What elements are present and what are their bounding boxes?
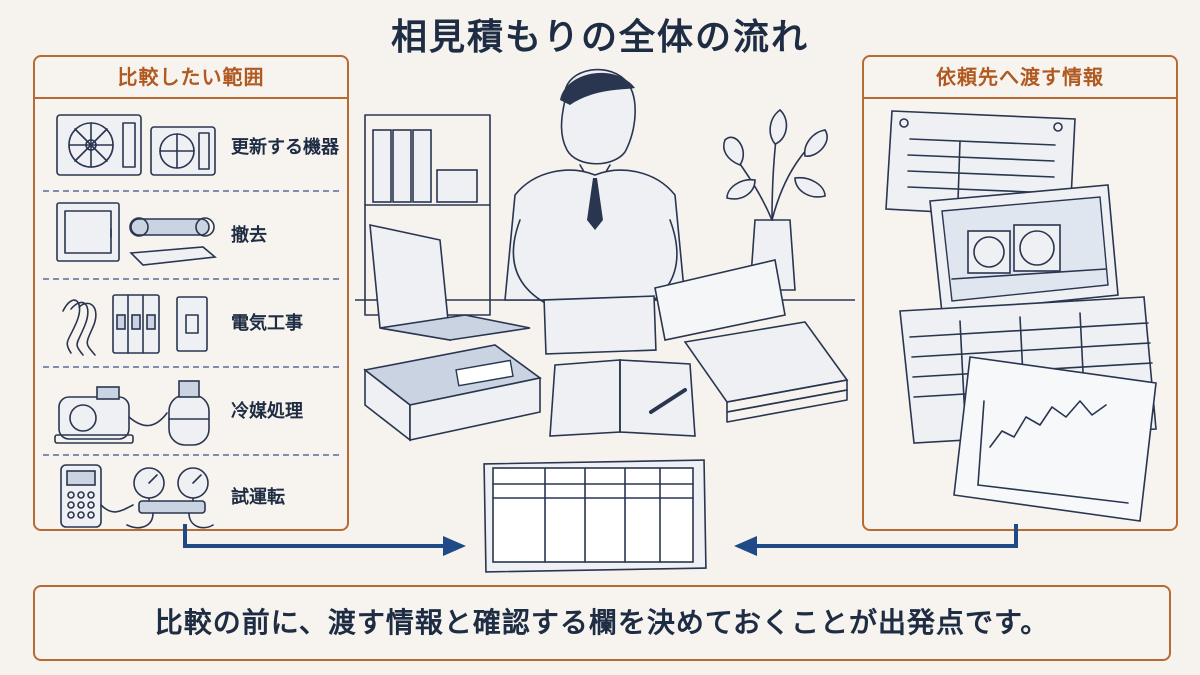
divider	[43, 366, 339, 368]
scope-item-label: 冷媒処理	[231, 401, 303, 422]
right-arrow-icon	[734, 524, 1018, 556]
electrical-icon	[62, 294, 208, 356]
removal-icon	[56, 202, 217, 266]
shelf-illustration	[364, 114, 491, 316]
scope-item-label: 更新する機器	[231, 137, 339, 158]
notebook-illustration	[549, 359, 696, 437]
air-conditioner-icon	[56, 114, 216, 176]
scope-item-refrigerant: 冷媒処理	[43, 369, 339, 454]
left-arrow-icon	[183, 524, 466, 556]
divider	[43, 278, 339, 280]
paper-illustration	[543, 295, 657, 355]
scope-item-removal: 撤去	[43, 193, 339, 278]
summary-box: 比較の前に、渡す情報と確認する欄を決めておくことが出発点です。	[33, 585, 1171, 661]
flow-arrows	[183, 524, 1018, 556]
refrigerant-icon	[54, 380, 210, 446]
info-documents-illustration	[885, 110, 1157, 522]
scope-item-test-run: 試運転	[43, 455, 339, 540]
scope-item-label: 試運転	[231, 487, 285, 508]
comparison-sheet-illustration	[483, 459, 707, 573]
scope-item-label: 電気工事	[231, 313, 303, 334]
binder-illustration	[363, 344, 542, 442]
scope-panel-heading: 比較したい範囲	[35, 57, 347, 99]
scope-panel: 比較したい範囲 更新する機器	[33, 55, 349, 531]
scope-item-equipment: 更新する機器	[43, 105, 339, 190]
center-illustration	[355, 68, 855, 573]
scope-item-electrical: 電気工事	[43, 281, 339, 366]
site-photo-illustration	[929, 184, 1119, 314]
test-run-icon	[60, 464, 214, 529]
scope-item-label: 撤去	[231, 225, 267, 246]
document-held-illustration	[654, 259, 786, 341]
info-panel: 依頼先へ渡す情報	[862, 55, 1178, 531]
laptop-illustration	[369, 223, 531, 341]
paper-stack-illustration	[683, 321, 849, 423]
person-illustration	[504, 68, 686, 309]
divider	[43, 190, 339, 192]
divider	[43, 454, 339, 456]
performance-graph-illustration	[953, 356, 1157, 522]
info-panel-heading: 依頼先へ渡す情報	[864, 57, 1176, 99]
page-title: 相見積もりの全体の流れ	[390, 17, 809, 58]
